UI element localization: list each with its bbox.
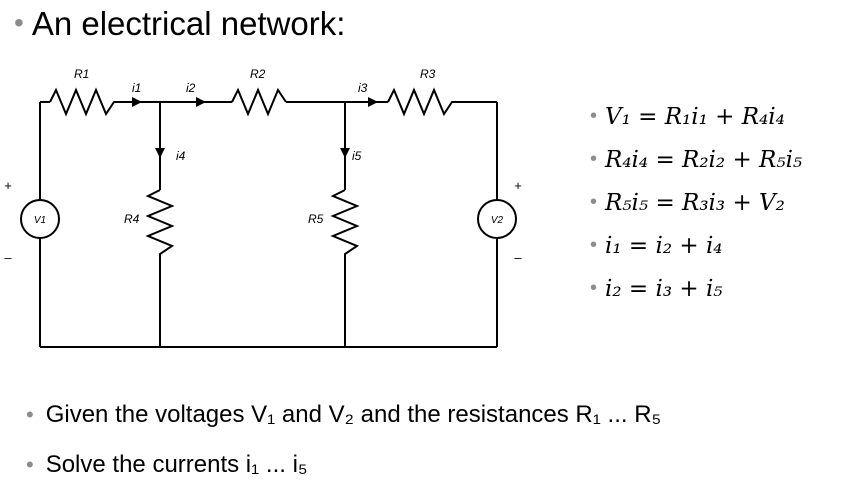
bullet-dot: • [14,7,24,38]
v2-plus-sign: + [514,178,522,193]
bullet-item: • Given the voltages V₁ and V₂ and the re… [26,390,661,440]
bullet-dot: • [590,234,598,256]
v2-minus-sign: – [514,250,522,265]
arrow-i2 [196,97,206,107]
resistor-r1 [49,87,120,117]
slide-title: •An electrical network: [14,4,345,46]
label-i3: i3 [358,81,368,95]
label-i4: i4 [176,149,186,163]
label-r1: R1 [74,67,89,81]
label-v2: V2 [491,215,504,226]
bullet-text: Given the voltages V₁ and V₂ and the res… [45,401,662,428]
bullet-text: Solve the currents i₁ ... i₅ [45,451,308,478]
equation-item: • i₁ = i₂ + i₄ [590,225,802,268]
label-r4: R4 [124,212,140,226]
arrow-i1 [132,97,142,107]
voltage-source-v2 [477,199,517,239]
resistor-r4 [145,189,175,260]
bullet-dot: • [26,452,34,477]
slide-title-text: An electrical network: [31,5,346,42]
label-i5: i5 [352,149,362,163]
bullet-dot: • [590,105,598,127]
v1-minus-sign: – [4,250,12,265]
bottom-bullet-list: • Given the voltages V₁ and V₂ and the re… [26,390,661,490]
bullet-dot: • [590,191,598,213]
label-i2: i2 [186,81,196,95]
label-r3: R3 [420,67,436,81]
equation-text: R₄i₄ = R₂i₂ + R₅i₅ [605,147,803,173]
equation-text: i₁ = i₂ + i₄ [605,233,723,259]
equation-item: • i₂ = i₃ + i₅ [590,268,802,311]
label-r5: R5 [308,212,324,226]
label-v1: V1 [34,215,46,226]
bullet-dot: • [26,402,34,427]
v1-plus-sign: + [4,178,12,193]
equation-item: • R₄i₄ = R₂i₂ + R₅i₅ [590,139,802,182]
resistor-r3 [387,87,458,117]
equation-list: • V₁ = R₁i₁ + R₄i₄ • R₄i₄ = R₂i₂ + R₅i₅ • R… [590,96,802,311]
equation-text: i₂ = i₃ + i₅ [605,276,723,302]
bullet-item: • Solve the currents i₁ ... i₅ [26,440,661,490]
resistor-r2 [231,87,287,117]
arrow-i5 [340,148,350,158]
equation-text: V₁ = R₁i₁ + R₄i₄ [605,104,785,130]
equation-text: R₅i₅ = R₃i₃ + V₂ [605,190,785,216]
equation-item: • R₅i₅ = R₃i₃ + V₂ [590,182,802,225]
resistor-r5 [330,189,360,260]
equation-item: • V₁ = R₁i₁ + R₄i₄ [590,96,802,139]
arrow-i3 [368,97,378,107]
arrow-i4 [155,148,165,158]
bullet-dot: • [590,277,598,299]
label-r2: R2 [250,67,266,81]
bullet-dot: • [590,148,598,170]
label-i1: i1 [132,81,141,95]
circuit-diagram: R1 R2 R3 R4 R5 i1 i2 i3 i4 i5 V1 V2 + – … [4,67,522,348]
voltage-source-v1 [20,199,60,239]
